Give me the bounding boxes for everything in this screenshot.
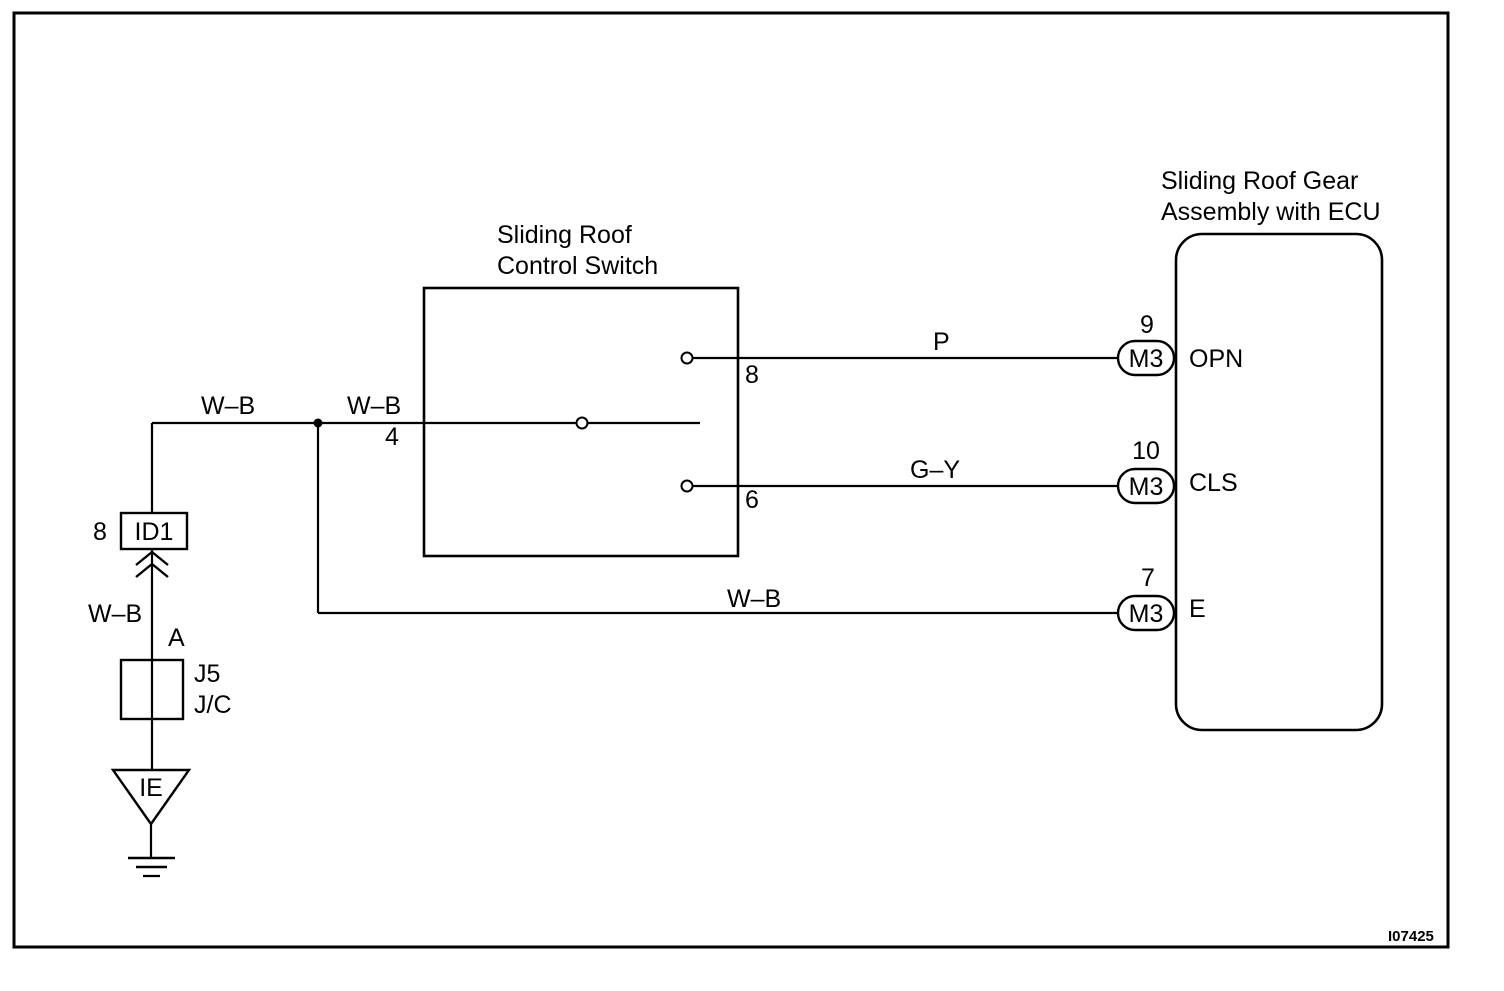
connector-m3-e (1116, 594, 1176, 632)
switch-title-line2: Control Switch (497, 252, 658, 280)
wire-open: P M3 9 OPN (693, 311, 1243, 377)
diagram-frame (12, 11, 1450, 949)
ecu-pin-10: 10 (1132, 437, 1160, 465)
switch-pin-6: 6 (745, 486, 759, 514)
switch-pin-4: 4 (385, 423, 399, 451)
wire-color-w-b-lower: W–B (88, 600, 142, 628)
jc-name-j5: J5 (194, 660, 220, 688)
switch-pin-8: 8 (745, 361, 759, 389)
switch-pivot-contact (575, 416, 589, 430)
wire-color-p: P (933, 328, 950, 356)
connector-id1 (119, 511, 189, 551)
wire-color-w-b-top-left: W–B (201, 392, 255, 420)
ecu-terminal-e: E (1189, 595, 1206, 623)
figure-id: I07425 (1388, 928, 1434, 945)
ground-path: W–B W–B ID1 8 W–B A J5 J/C IE (88, 392, 424, 878)
connector-id1-pin: 8 (93, 518, 107, 546)
ecu-terminal-opn: OPN (1189, 345, 1243, 373)
wire-color-g-y: G–Y (910, 456, 960, 484)
jc-name-jc: J/C (194, 691, 232, 719)
connector-id1-label: ID1 (135, 518, 174, 546)
wire-color-w-b-ecu: W–B (727, 585, 781, 613)
connector-m3-e-label: M3 (1129, 600, 1164, 628)
ecu-title-line2: Assembly with ECU (1161, 198, 1381, 226)
wire-color-w-b-switch: W–B (347, 392, 401, 420)
control-switch: Sliding Roof Control Switch 4 8 6 (385, 221, 759, 558)
connector-m3-cls-label: M3 (1129, 473, 1164, 501)
switch-title-line1: Sliding Roof (497, 221, 632, 249)
switch-open-contact (680, 351, 694, 365)
connector-m3-opn-label: M3 (1129, 345, 1164, 373)
ecu-title-line1: Sliding Roof Gear (1161, 167, 1358, 195)
connector-m3-cls (1116, 467, 1176, 505)
wire-close: G–Y M3 10 CLS (693, 437, 1238, 505)
ground-point-ie-label: IE (139, 774, 163, 802)
junction-connector-j5 (119, 658, 185, 721)
wire-ground-ecu: W–B M3 7 E (318, 564, 1206, 632)
splice-point (313, 418, 323, 428)
switch-close-contact (680, 479, 694, 493)
ecu-pin-7: 7 (1141, 564, 1155, 592)
ecu-body (1174, 232, 1384, 732)
ecu-pin-9: 9 (1140, 311, 1154, 339)
ground-point-ie (110, 768, 192, 827)
ecu-terminal-cls: CLS (1189, 469, 1238, 497)
connector-m3-opn (1116, 339, 1176, 377)
ecu-assembly: Sliding Roof Gear Assembly with ECU (1161, 167, 1384, 732)
jc-pin-a: A (168, 624, 185, 652)
